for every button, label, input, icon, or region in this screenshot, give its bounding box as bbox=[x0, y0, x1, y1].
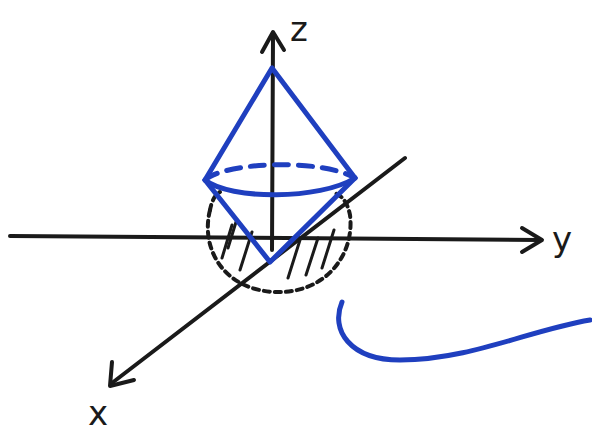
cone-solid bbox=[205, 68, 355, 262]
axis-label: y bbox=[552, 222, 572, 256]
z-arrowhead bbox=[262, 32, 284, 52]
hatching bbox=[222, 222, 334, 278]
axis-label: x bbox=[88, 396, 108, 430]
y-arrowhead bbox=[522, 228, 542, 252]
axis-label: z bbox=[290, 12, 308, 46]
blue-curve bbox=[339, 302, 590, 360]
x-arrowhead bbox=[110, 362, 134, 386]
y-axis bbox=[10, 236, 540, 240]
